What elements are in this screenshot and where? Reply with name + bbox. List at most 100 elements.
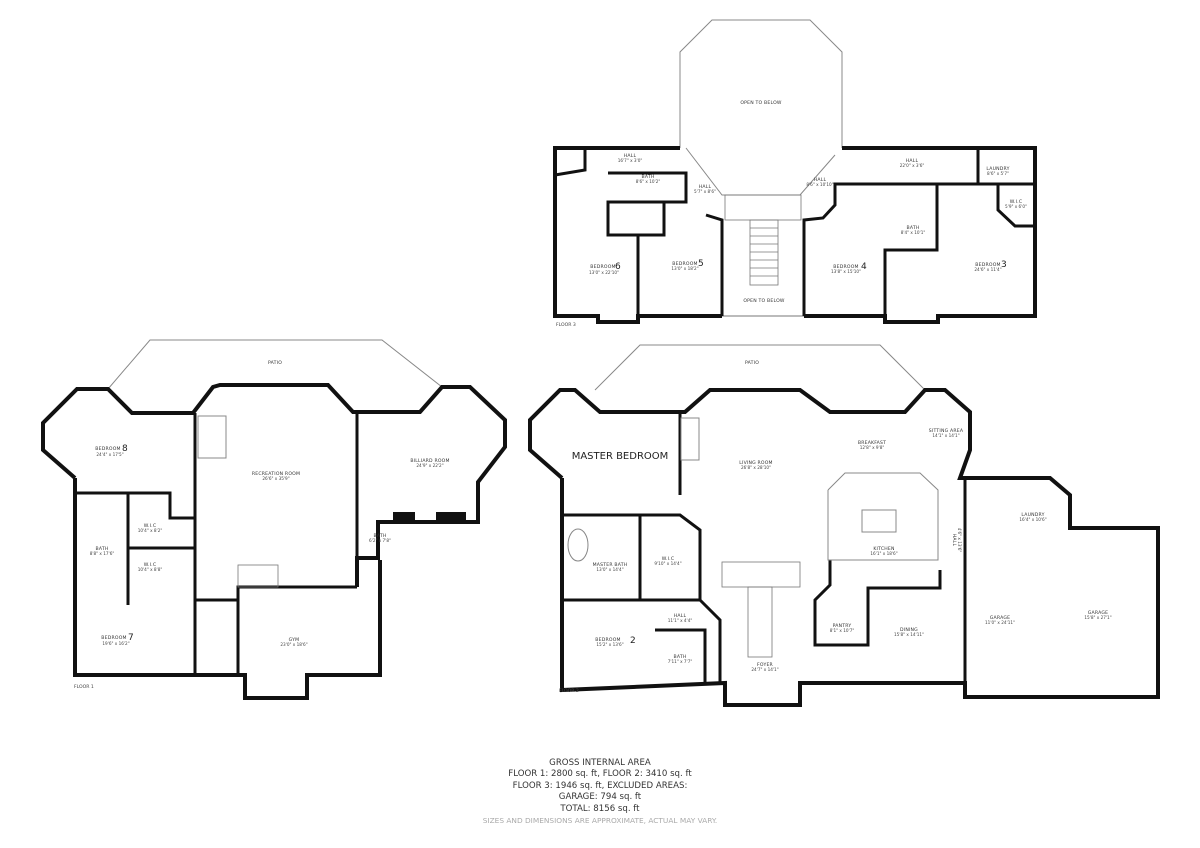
master-bedroom-label: MASTER BEDROOM bbox=[572, 451, 669, 462]
billiard-cabinet bbox=[436, 512, 466, 522]
room-dimensions: 16'4" x 10'6" bbox=[1019, 517, 1046, 522]
room-dimensions: 10'4" x 8'8" bbox=[138, 567, 163, 572]
summary-total: TOTAL: 8156 sq. ft bbox=[560, 803, 640, 814]
room-dimensions: 16'7" x 3'0" bbox=[618, 158, 643, 163]
summary-line: GARAGE: 794 sq. ft bbox=[558, 792, 642, 803]
fireplace bbox=[680, 417, 700, 461]
room-dimensions: 15'8" x 27'1" bbox=[1084, 615, 1111, 620]
disclaimer: SIZES AND DIMENSIONS ARE APPROXIMATE, AC… bbox=[482, 816, 718, 826]
room-dimensions: 23'0" x 18'6" bbox=[280, 642, 307, 647]
room-label: W.I.C bbox=[1010, 199, 1023, 205]
room-dimensions: 7'11" x 7'7" bbox=[668, 659, 693, 664]
floor-1-plan: PATIO BEDROOM 8 24'4" x 17'5" RECREATION… bbox=[41, 339, 507, 700]
floor2-outer-wall bbox=[528, 388, 1160, 707]
room-dimensions: 11'0" x 24'11" bbox=[985, 620, 1015, 625]
room-dimensions: 8'8" x 17'6" bbox=[90, 551, 115, 556]
patio-outline bbox=[107, 339, 443, 390]
room-dimensions: 11'1" x 4'4" bbox=[668, 618, 693, 623]
room-label: HALL bbox=[906, 158, 919, 164]
room-label: BATH bbox=[642, 174, 655, 180]
room-label: HALL bbox=[951, 534, 957, 547]
wall bbox=[75, 491, 195, 520]
floor1-outer-wall-bottom bbox=[73, 478, 382, 700]
wall bbox=[606, 171, 688, 237]
bathtub bbox=[567, 528, 589, 562]
room-number: 4 bbox=[861, 262, 867, 272]
room-label: BEDROOM bbox=[595, 637, 620, 643]
room-label: SITTING AREA bbox=[929, 428, 964, 434]
patio-label: PATIO bbox=[745, 360, 759, 366]
wall bbox=[655, 628, 707, 683]
room-label: OPEN TO BELOW bbox=[743, 298, 785, 304]
wall bbox=[883, 184, 939, 316]
room-dimensions: 26'6" x 35'9" bbox=[262, 476, 289, 481]
room-dimensions: 16'1" x 18'6" bbox=[870, 551, 897, 556]
room-label: BATH bbox=[374, 533, 387, 539]
room-label: W.I.C bbox=[144, 562, 157, 568]
billiard-cabinet bbox=[393, 512, 415, 522]
floor-2-plan: PATIO MASTER BEDROOM LIVING ROOM 26'8" x… bbox=[528, 344, 1160, 707]
room-dimensions: 9'10" x 14'4" bbox=[654, 561, 681, 566]
room-label: KITCHEN bbox=[873, 546, 894, 552]
room-number: 8 bbox=[122, 444, 128, 454]
wall bbox=[562, 513, 702, 602]
floor3-outer-wall-left bbox=[553, 146, 722, 324]
room-label: BATH bbox=[674, 654, 687, 660]
room-label: BEDROOM bbox=[672, 261, 697, 267]
room-dimensions: 24'9" x 22'2" bbox=[416, 463, 443, 468]
room-dimensions: 5'9" x 6'0" bbox=[1005, 204, 1027, 209]
room-label: W.I.C bbox=[662, 556, 675, 562]
room-dimensions: 6'2" x 7'8" bbox=[369, 538, 391, 543]
room-number: 7 bbox=[128, 633, 134, 643]
room-number: 2 bbox=[630, 636, 636, 646]
stair-landing bbox=[685, 147, 836, 196]
summary-line: FLOOR 1: 2800 sq. ft, FLOOR 2: 3410 sq. … bbox=[508, 769, 692, 780]
room-label: HALL bbox=[814, 177, 827, 183]
summary-line: FLOOR 3: 1946 sq. ft, EXCLUDED AREAS: bbox=[512, 780, 688, 791]
room-dimensions: 13'0" x 14'4" bbox=[596, 567, 623, 572]
room-dimensions: 19'6" x 16'2" bbox=[102, 641, 129, 646]
open-to-below-outline bbox=[679, 19, 843, 148]
stairs bbox=[237, 564, 279, 588]
patio-label: PATIO bbox=[268, 360, 282, 366]
patio-outline bbox=[594, 344, 926, 391]
room-dimensions: 10'4" x 8'2" bbox=[138, 528, 163, 533]
room-dimensions: 15'8" x 14'11" bbox=[894, 632, 924, 637]
room-dimensions: 8'4" x 10'1" bbox=[901, 230, 926, 235]
room-label: FOYER bbox=[757, 662, 774, 668]
room-label: GYM bbox=[289, 637, 300, 643]
room-label: BATH bbox=[907, 225, 920, 231]
wall bbox=[996, 184, 1035, 228]
room-label: DINING bbox=[900, 627, 918, 633]
floor-label: FLOOR 3 bbox=[556, 322, 576, 328]
room-dimensions: 22'0" x 3'6" bbox=[900, 163, 925, 168]
wall bbox=[976, 148, 1035, 186]
room-label: MASTER BATH bbox=[593, 562, 628, 568]
room-dimensions: 5'7" x 8'6" bbox=[694, 189, 716, 194]
room-dimensions: 8'6" x 5'7" bbox=[987, 171, 1009, 176]
room-label: LAUNDRY bbox=[1021, 512, 1044, 518]
wall bbox=[236, 585, 357, 675]
floor3-outer-wall-right bbox=[804, 146, 1037, 324]
room-label: BEDROOM bbox=[101, 635, 126, 641]
room-label: BEDROOM bbox=[975, 262, 1000, 268]
room-number: 5 bbox=[698, 259, 704, 269]
room-dimensions: 14'1" x 14'1" bbox=[932, 433, 959, 438]
stairs bbox=[747, 586, 773, 658]
room-dimensions: 15'2" x 13'6" bbox=[596, 642, 623, 647]
room-label: BEDROOM bbox=[833, 264, 858, 270]
stair-treads bbox=[750, 227, 778, 277]
room-dimensions: 24'4" x 17'5" bbox=[96, 452, 123, 457]
room-label: BEDROOM bbox=[590, 264, 615, 270]
room-label: HALL bbox=[674, 613, 687, 619]
room-number: 3 bbox=[1001, 260, 1007, 270]
room-label: GARAGE bbox=[1088, 610, 1108, 616]
room-label: BILLIARD ROOM bbox=[410, 458, 449, 464]
stairs bbox=[724, 194, 802, 221]
room-label: HALL bbox=[699, 184, 712, 190]
room-dimensions: 26'8" x 28'10" bbox=[741, 465, 771, 470]
stairs bbox=[749, 219, 779, 286]
room-label: OPEN TO BELOW bbox=[740, 100, 782, 106]
room-dimensions: 8'6" x 10'10" bbox=[806, 182, 833, 187]
